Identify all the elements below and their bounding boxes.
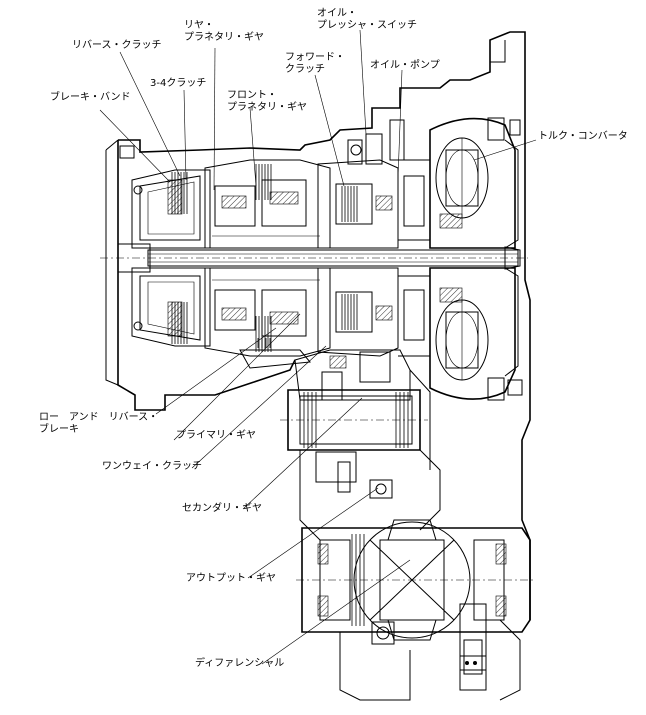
- leader-secondary-gear: [243, 397, 363, 509]
- label-rear-planetary-gear: リヤ・ プラネタリ・ギヤ: [184, 20, 264, 43]
- label-primary-gear: プライマリ・ギヤ: [176, 430, 256, 441]
- leader-differential: [261, 559, 411, 665]
- leader-front-planetary-gear: [249, 107, 257, 187]
- label-reverse-clutch: リバース・クラッチ: [72, 40, 162, 51]
- label-oil-pump: オイル・ポンプ: [370, 60, 440, 71]
- leader-one-way-clutch: [191, 345, 327, 469]
- leader-low-reverse-brake: [155, 327, 277, 415]
- label-secondary-gear: セカンダリ・ギヤ: [182, 503, 262, 514]
- main-shaft: [100, 243, 528, 273]
- label-34-clutch: 3-4クラッチ: [150, 78, 207, 89]
- leader-forward-clutch: [314, 74, 345, 187]
- label-output-gear: アウトプット・ギヤ: [186, 573, 276, 584]
- label-differential: ディファレンシャル: [195, 658, 285, 669]
- leader-reverse-clutch: [119, 51, 181, 177]
- leader-oil-pump: [397, 69, 403, 179]
- reverse-clutch-assembly: [119, 145, 211, 347]
- leader-oil-pressure-switch: [359, 29, 367, 135]
- label-oil-pressure-switch: オイル・ プレッシャ・スイッチ: [317, 8, 417, 31]
- leader-output-gear: [247, 487, 379, 579]
- forward-clutch-and-oil-pump: [317, 119, 431, 357]
- label-brake-band: ブレーキ・バンド: [50, 92, 131, 103]
- torque-converter: [429, 117, 519, 401]
- differential-assembly: [296, 519, 534, 701]
- label-forward-clutch: フォワード・ クラッチ: [285, 52, 345, 75]
- counter-gear-train: [280, 349, 441, 541]
- planetary-gear-sets: [204, 159, 331, 369]
- label-front-planetary-gear: フロント・ プラネタリ・ギヤ: [227, 90, 307, 113]
- leader-primary-gear: [173, 313, 301, 441]
- transmission-case: [105, 31, 531, 620]
- leader-torque-converter: [473, 139, 537, 161]
- leader-34-clutch: [183, 89, 187, 181]
- leader-brake-band: [99, 109, 171, 183]
- label-torque-converter: トルク・コンバータ: [538, 131, 628, 142]
- leader-rear-planetary-gear: [213, 47, 216, 191]
- leader-lines: [99, 29, 537, 665]
- label-one-way-clutch: ワンウェイ・クラッチ: [102, 461, 202, 472]
- label-low-reverse-brake: ロー アンド リバース・ ブレーキ: [39, 412, 159, 435]
